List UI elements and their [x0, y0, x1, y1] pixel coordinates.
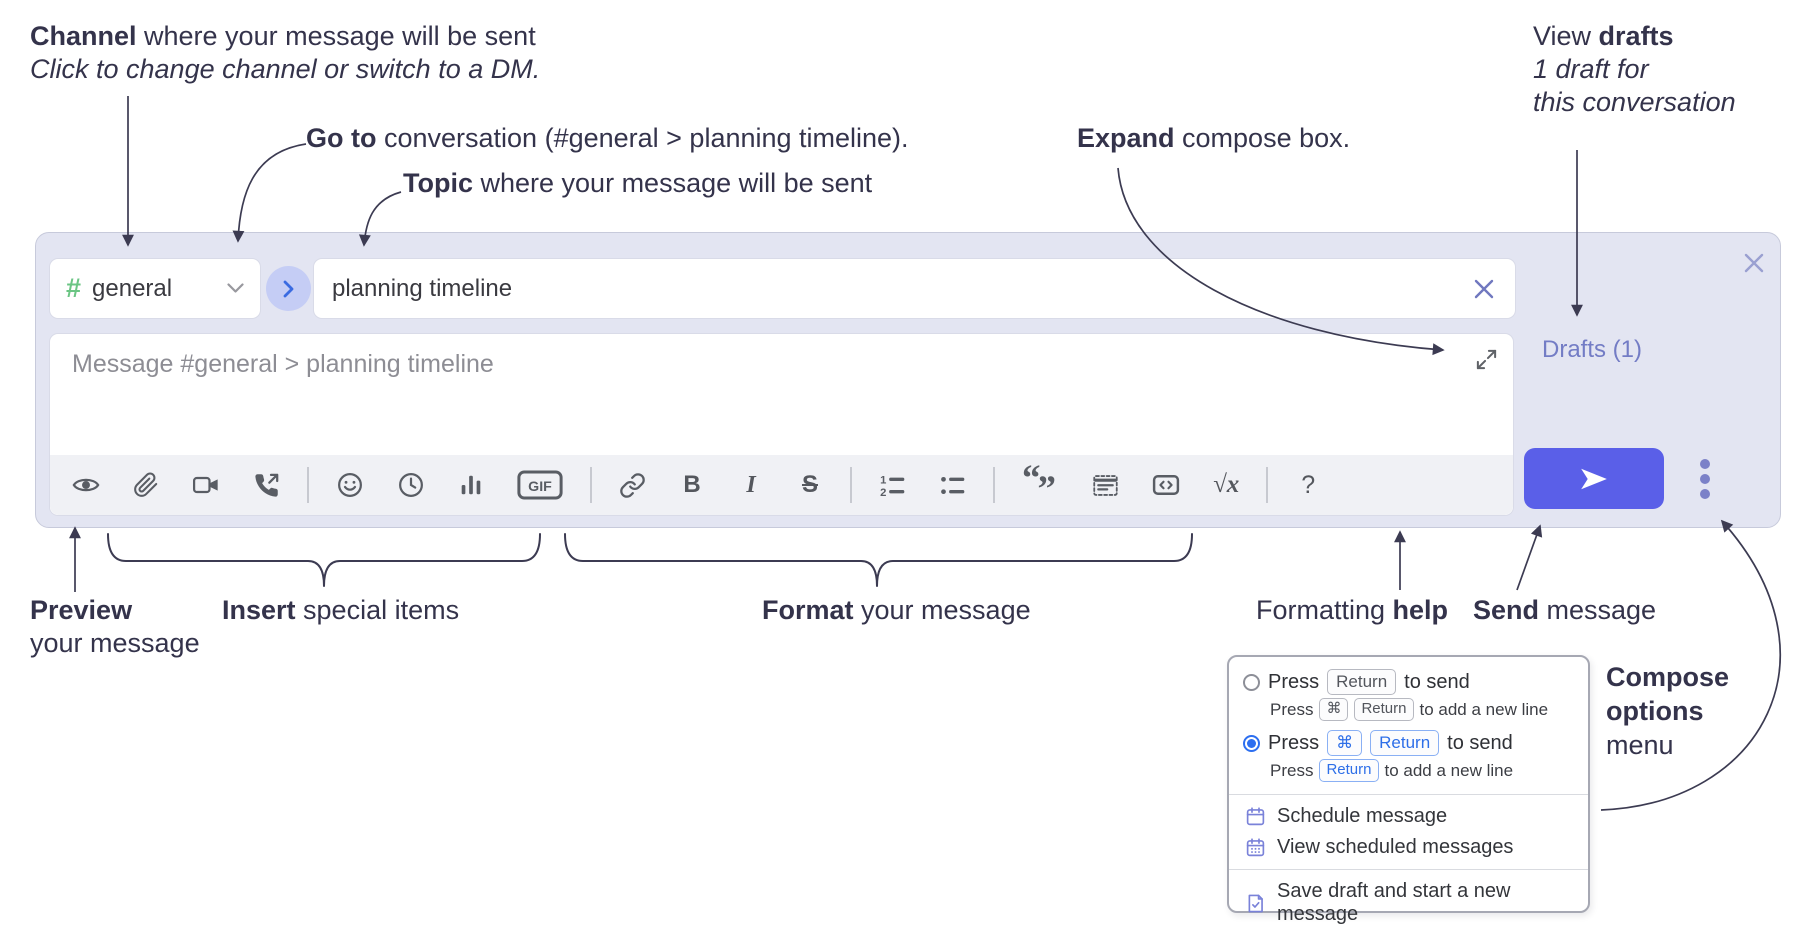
strikethrough-icon[interactable]: S	[801, 471, 818, 498]
quote-icon[interactable]: “”	[1022, 458, 1056, 510]
ellipsis-dot	[1700, 474, 1710, 484]
toolbar-divider	[850, 467, 852, 503]
option-cmd-enter-to-send-subtext: Press Return to add a new line	[1229, 758, 1588, 788]
gif-icon[interactable]: GIF	[517, 468, 563, 502]
compose-box: # general planning timeline Message #gen…	[35, 232, 1781, 528]
annotation-expand: Expand compose box.	[1077, 123, 1351, 153]
return-keycap: Return	[1319, 759, 1379, 782]
send-icon	[1577, 465, 1611, 493]
bulleted-list-icon[interactable]	[939, 468, 966, 502]
hash-channel-icon: #	[66, 273, 82, 303]
time-icon[interactable]	[397, 468, 425, 502]
message-formatting-help-icon[interactable]: ?	[1301, 470, 1316, 499]
svg-text:1: 1	[880, 474, 886, 486]
drafts-link[interactable]: Drafts (1)	[1542, 336, 1643, 363]
menu-divider	[1229, 869, 1588, 870]
topic-value: planning timeline	[332, 274, 513, 302]
menu-item-save-draft-new-message[interactable]: Save draft and start a new message	[1229, 876, 1588, 930]
send-button[interactable]	[1524, 448, 1664, 509]
cmd-keycap: ⌘	[1319, 698, 1349, 721]
option-enter-to-send[interactable]: Press Return to send	[1229, 666, 1588, 697]
spoiler-icon[interactable]	[1092, 468, 1119, 502]
compose-formatting-toolbar: GIF B I S 1 2	[50, 455, 1513, 515]
annotation-send: Send message	[1473, 595, 1657, 625]
calendar-icon	[1245, 806, 1266, 827]
draft-check-icon	[1245, 893, 1266, 914]
annotation-compose-options: Compose options menu	[1606, 662, 1730, 760]
annotation-formatting-help: Formatting help	[1256, 595, 1449, 625]
channel-selector[interactable]: # general	[49, 258, 261, 319]
voice-call-icon[interactable]	[253, 468, 280, 502]
ellipsis-dot	[1700, 489, 1710, 499]
return-keycap: Return	[1327, 669, 1397, 695]
toolbar-divider	[590, 467, 592, 503]
menu-divider	[1229, 794, 1588, 795]
arrow-to-goto-button	[232, 143, 307, 243]
return-keycap: Return	[1354, 698, 1414, 721]
menu-item-view-scheduled-messages[interactable]: View scheduled messages	[1229, 832, 1588, 863]
math-icon[interactable]: √x	[1213, 471, 1240, 498]
message-placeholder: Message #general > planning timeline	[72, 350, 494, 378]
clear-topic-button[interactable]	[1471, 276, 1497, 302]
go-to-conversation-button[interactable]	[266, 266, 311, 311]
menu-item-schedule-message[interactable]: Schedule message	[1229, 801, 1588, 832]
compose-options-menu: Press Return to send Press ⌘ Return to a…	[1227, 655, 1590, 925]
message-input[interactable]: Message #general > planning timeline	[49, 333, 1514, 516]
svg-text:2: 2	[880, 487, 886, 499]
radio-selected-icon[interactable]	[1243, 734, 1260, 752]
annotation-format: Format your message	[762, 595, 1031, 625]
close-compose-button[interactable]	[1740, 249, 1768, 277]
expand-compose-button[interactable]	[1475, 348, 1498, 371]
option-cmd-enter-to-send[interactable]: Press ⌘ Return to send	[1229, 727, 1588, 758]
attach-file-icon[interactable]	[133, 468, 159, 502]
radio-unselected-icon[interactable]	[1243, 673, 1260, 691]
poll-icon[interactable]	[458, 468, 484, 502]
annotation-go-to: Go to conversation (#general > planning …	[306, 123, 909, 153]
return-keycap: Return	[1370, 730, 1440, 756]
bold-icon[interactable]: B	[683, 471, 701, 498]
toolbar-divider	[993, 467, 995, 503]
link-icon[interactable]	[619, 468, 646, 502]
code-icon[interactable]	[1152, 468, 1180, 502]
italic-icon[interactable]: I	[746, 471, 756, 498]
toolbar-divider	[1266, 467, 1269, 503]
annotation-view-drafts: View drafts 1 draft for this conversatio…	[1533, 21, 1736, 117]
annotation-topic: Topic where your message will be sent	[403, 168, 873, 198]
video-call-icon[interactable]	[192, 468, 220, 502]
brace-insert-group	[107, 533, 541, 587]
ellipsis-dot	[1700, 459, 1710, 469]
svg-text:GIF: GIF	[528, 479, 552, 495]
compose-options-button[interactable]	[1696, 455, 1714, 503]
calendar-list-icon	[1245, 837, 1266, 858]
cmd-keycap: ⌘	[1327, 730, 1363, 756]
numbered-list-icon[interactable]: 1 2	[879, 468, 906, 502]
arrow-to-send-button	[1516, 524, 1543, 591]
annotation-insert: Insert special items	[222, 595, 460, 625]
topic-input[interactable]: planning timeline	[313, 258, 1516, 319]
annotation-channel: Channel where your message will be sent …	[30, 21, 541, 84]
toolbar-divider	[307, 467, 309, 503]
option-enter-to-send-subtext: Press ⌘ Return to add a new line	[1229, 697, 1588, 727]
emoji-icon[interactable]	[336, 468, 364, 502]
brace-format-group	[564, 533, 1193, 587]
preview-icon[interactable]	[72, 468, 100, 502]
chevron-down-icon	[227, 283, 244, 294]
chevron-right-icon	[283, 280, 294, 298]
annotation-preview: Preview your message	[30, 595, 200, 658]
channel-name: general	[92, 274, 173, 302]
